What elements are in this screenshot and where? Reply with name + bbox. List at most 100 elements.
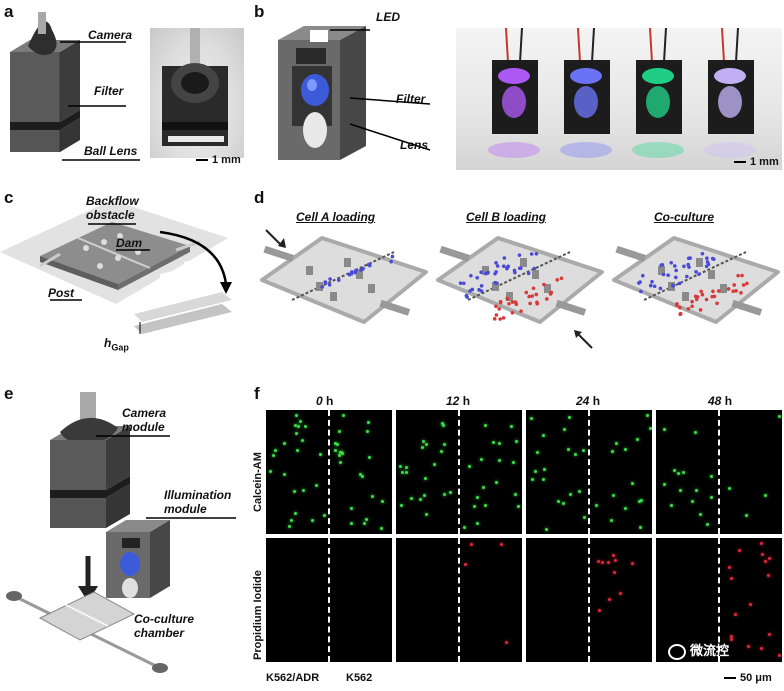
live-cell-dot (421, 446, 425, 450)
live-cell-dot (557, 500, 561, 504)
live-cell-dot (694, 488, 698, 492)
micrograph-dead-24h (526, 538, 652, 662)
live-cell-dot (495, 481, 499, 485)
live-cell-dot (672, 469, 676, 473)
row-label-calcein: Calcein-AM (252, 452, 264, 512)
filter-callout: Filter (94, 84, 124, 98)
chamber-render (0, 200, 232, 334)
led-module-2 (632, 28, 684, 158)
dead-cell-dot (470, 543, 474, 547)
live-cell-dot (484, 504, 488, 508)
live-cell-dot (624, 447, 628, 451)
a-scale-text: 1 mm (212, 154, 241, 166)
live-cell-dot (441, 421, 445, 425)
dead-cell-dot (767, 557, 771, 561)
live-cell-dot (303, 425, 307, 429)
dead-cell-dot (613, 570, 617, 574)
h-gap-symbol: h (104, 336, 112, 350)
live-cell-dot (419, 498, 422, 502)
loading-step-0 (260, 229, 428, 324)
time-label-12: 12 h (446, 394, 470, 408)
dead-cell-dot (768, 633, 772, 637)
live-cell-dot (362, 521, 366, 525)
micrograph-live-0h (266, 410, 392, 534)
live-cell-dot (422, 439, 426, 443)
live-cell-dot (694, 430, 698, 434)
dead-cell-dot (608, 597, 612, 601)
live-cell-dot (573, 452, 577, 456)
dead-cell-dot (729, 638, 733, 642)
live-cell-dot (614, 442, 618, 446)
live-cell-dot (745, 513, 749, 517)
live-cell-dot (334, 449, 338, 453)
live-cell-dot (441, 423, 445, 427)
obstacle-callout: obstacle (86, 208, 135, 222)
live-cell-dot (635, 437, 639, 441)
dead-cell-dot (760, 542, 764, 546)
live-cell-dot (582, 448, 586, 452)
live-cell-dot (299, 419, 303, 423)
live-cell-dot (763, 494, 767, 498)
live-cell-dot (341, 451, 345, 455)
k562-label: K562 (346, 672, 373, 684)
dead-cell-dot (760, 646, 764, 650)
time-value-0: 0 (316, 394, 323, 408)
led-array (488, 28, 756, 158)
watermark-text: 微流控 (690, 643, 730, 658)
live-cell-dot (530, 478, 534, 482)
c-leader-lines (50, 223, 150, 301)
live-cell-dot (677, 472, 681, 476)
live-cell-dot (583, 515, 587, 519)
step-cell-a-title: Cell A loading (296, 210, 376, 224)
coculture-callout-2: chamber (134, 626, 185, 640)
dead-cell-dot (504, 641, 508, 645)
dam-callout: Dam (116, 236, 143, 250)
b-scale-bar: 1 mm (734, 156, 779, 168)
time-label-0: 0 h (316, 394, 333, 408)
live-cell-dot (561, 501, 565, 505)
live-cell-dot (371, 494, 375, 498)
step-cell-b-title: Cell B loading (466, 210, 547, 224)
live-cell-dot (300, 438, 304, 442)
live-cell-dot (529, 416, 533, 420)
live-cell-dot (337, 430, 341, 434)
dead-cell-dot (612, 553, 616, 557)
camera-module-callout-1: Camera (122, 406, 167, 420)
camera-callout: Camera (88, 28, 133, 42)
coculture-callout-1: Co-culture (134, 612, 194, 626)
k562-adr-label: K562/ADR (266, 672, 320, 684)
live-cell-dot (410, 497, 414, 500)
dead-cell-dot (760, 552, 764, 556)
dead-cell-dot (596, 560, 600, 564)
live-cell-dot (366, 430, 370, 434)
live-cell-dot (563, 427, 567, 431)
live-cell-dot (678, 489, 682, 493)
live-cell-dot (691, 499, 695, 503)
live-cell-dot (681, 471, 685, 475)
dead-cell-dot (598, 609, 602, 613)
live-cell-dot (513, 492, 517, 496)
time-value-24: 24 (576, 394, 590, 408)
h-gap-subscript: Gap (111, 342, 129, 353)
micrograph-live-48h (656, 410, 782, 534)
loading-steps-diagram (260, 229, 780, 349)
led-module-3 (704, 28, 756, 158)
live-cell-dot (482, 485, 486, 489)
live-cell-dot (314, 484, 318, 488)
live-cell-dot (610, 519, 614, 523)
live-cell-dot (595, 503, 599, 507)
micrograph-live-24h (526, 410, 652, 534)
live-cell-dot (646, 414, 650, 418)
live-cell-dot (517, 505, 521, 509)
post-callout: Post (48, 286, 75, 300)
live-cell-dot (442, 493, 446, 496)
led-module-0 (488, 28, 540, 158)
e-leader-lines (96, 435, 236, 519)
live-cell-dot (404, 465, 408, 469)
camera-module-callout-2: module (122, 420, 165, 434)
micrograph-dead-12h (396, 538, 522, 662)
ball-lens-leader (62, 159, 140, 161)
live-cell-dot (545, 527, 549, 531)
live-cell-dot (342, 414, 346, 418)
live-cell-dot (534, 470, 538, 474)
